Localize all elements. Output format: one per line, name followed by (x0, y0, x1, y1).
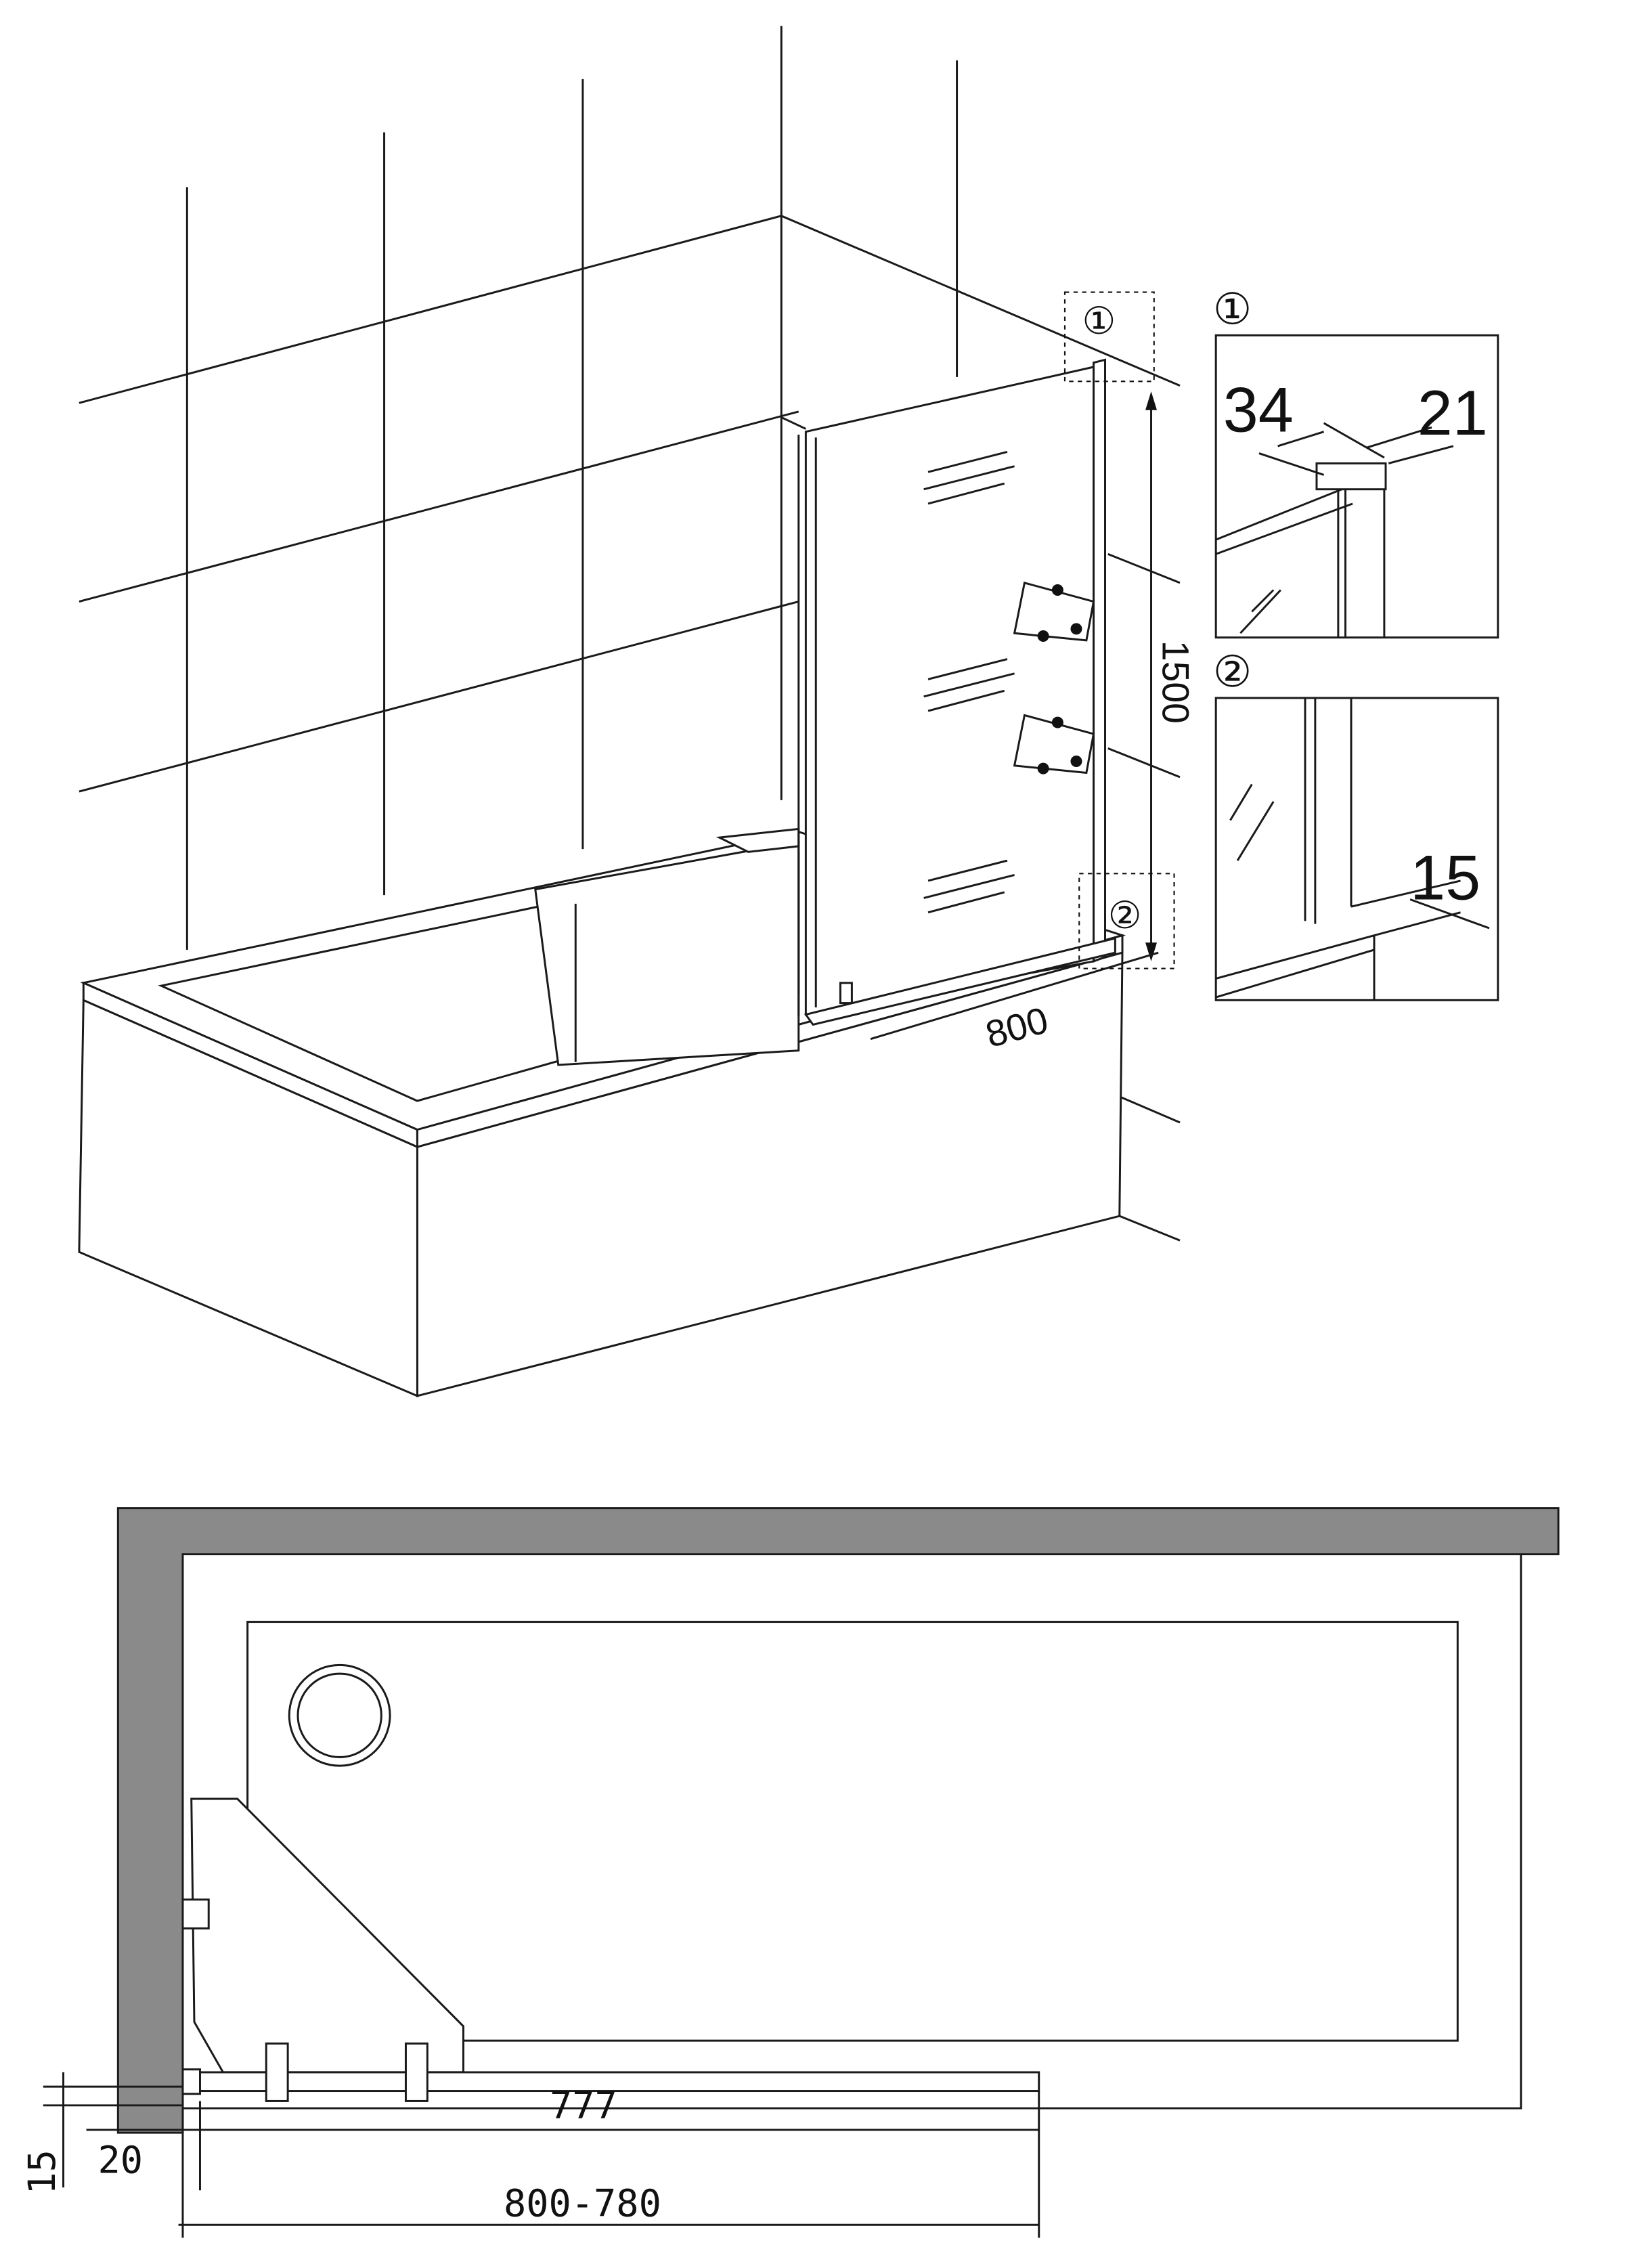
hinge-upper (1013, 582, 1095, 642)
glass-panel-plan (196, 2071, 1040, 2093)
profile-depth-label: 20 (98, 2139, 144, 2183)
glass-screen (797, 358, 1116, 1026)
detail-1: ① 34 21 (1213, 284, 1499, 639)
wall-section (116, 1507, 1560, 2134)
detail-2-marker: ② (1213, 647, 1252, 696)
callout-marker-1: ① (1082, 300, 1116, 342)
detail-2: ② 15 (1213, 647, 1499, 1001)
detail-1-dim-34: 34 (1223, 374, 1294, 445)
plan-view: 777 800-780 20 15 (21, 1507, 1560, 2238)
detail-1-dim-21: 21 (1418, 377, 1488, 448)
detail-1-marker: ① (1213, 284, 1252, 333)
drain-icon (288, 1663, 391, 1767)
glass-width-label: 777 (550, 2085, 617, 2128)
wall-tiles (79, 26, 1181, 1242)
overall-width-label: 800-780 (504, 2182, 661, 2225)
profile-offset-label: 15 (21, 2150, 64, 2195)
detail-2-dim-15: 15 (1410, 842, 1480, 913)
dimension-height: 1500 (1145, 391, 1197, 961)
callout-box-2 (1078, 873, 1175, 969)
height-label: 1500 (1155, 640, 1197, 724)
callout-box-1 (1063, 291, 1155, 383)
hinge-lower (1013, 714, 1095, 775)
callout-marker-2: ② (1108, 894, 1142, 936)
